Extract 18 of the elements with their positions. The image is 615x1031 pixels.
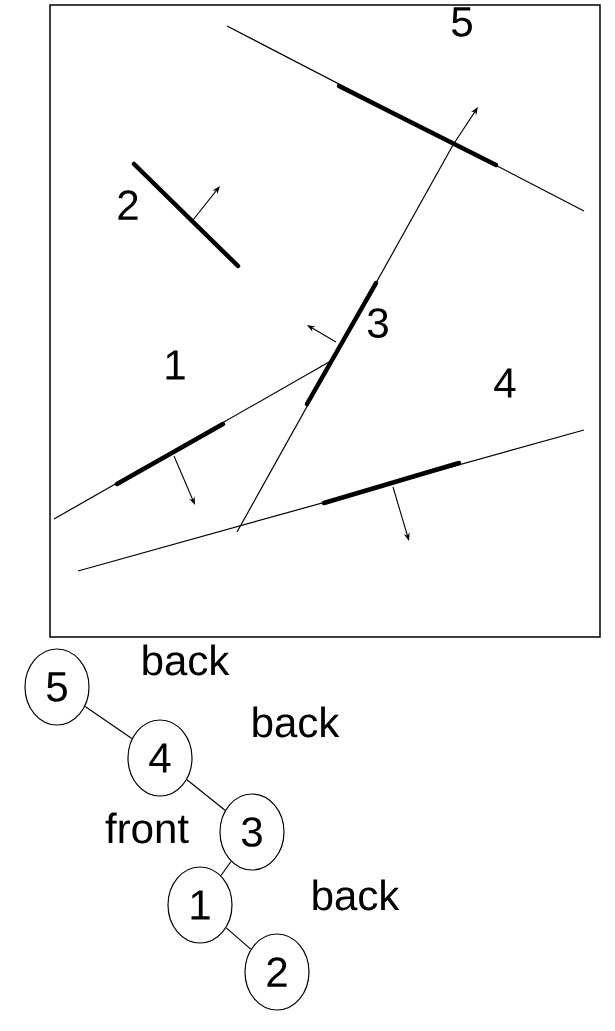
- tree-edge: [84, 705, 133, 740]
- branch-label: back: [253, 706, 340, 738]
- tree-edge: [225, 927, 252, 950]
- tree-node: 5: [24, 648, 90, 726]
- region-number: 3: [367, 308, 388, 338]
- region-number: 5: [452, 7, 472, 37]
- branch-label: back: [143, 644, 230, 676]
- tree-edge: [220, 860, 232, 877]
- region-number: 1: [166, 350, 185, 380]
- tree-node: 4: [127, 719, 193, 797]
- tree-node: 3: [219, 793, 285, 871]
- tree-node: 1: [167, 866, 233, 944]
- tree-node: 2: [244, 933, 310, 1011]
- region-number: 4: [494, 368, 516, 398]
- branch-label: front: [105, 812, 189, 844]
- branch-label: back: [313, 879, 400, 911]
- tree-edge: [186, 779, 226, 811]
- region-number: 2: [118, 190, 138, 220]
